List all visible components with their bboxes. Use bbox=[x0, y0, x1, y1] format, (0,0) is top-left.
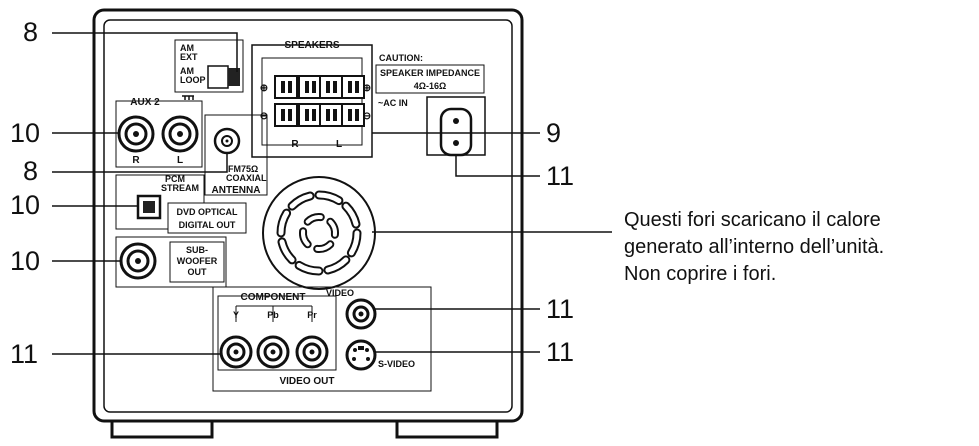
video-label: VIDEO bbox=[326, 288, 354, 298]
am-loop-label-2: LOOP bbox=[180, 75, 206, 85]
component-y-jack bbox=[219, 335, 253, 369]
am-terminal-block bbox=[207, 65, 229, 89]
fm-coaxial-jack bbox=[213, 127, 241, 155]
ventilation-hole-inner bbox=[316, 192, 342, 204]
ventilation-hole-center-inner bbox=[315, 242, 333, 251]
ventilation-hole-inner bbox=[348, 230, 360, 256]
dvd-optical-label: DVD OPTICAL bbox=[176, 207, 238, 217]
callout-8-am: 8 bbox=[23, 17, 38, 47]
callout-11-video: 11 bbox=[546, 294, 574, 324]
speaker-plus-left: ⊕ bbox=[260, 83, 268, 94]
ground-icon bbox=[182, 95, 194, 100]
ventilation-hole-inner bbox=[296, 262, 322, 274]
subwoofer-jack bbox=[119, 242, 157, 280]
s-video-label: S-VIDEO bbox=[378, 359, 415, 369]
callout-10-aux: 10 bbox=[10, 118, 40, 148]
aux2-frame bbox=[115, 100, 203, 168]
ventilation-note: Questi fori scaricano il calore generato… bbox=[624, 207, 976, 288]
component-frame bbox=[217, 295, 337, 371]
am-loop-label-1: AM bbox=[180, 66, 194, 76]
ventilation-hole-center-inner bbox=[301, 229, 310, 247]
callout-9-speakers: 9 bbox=[546, 118, 561, 148]
ventilation-hole-center-inner bbox=[305, 215, 323, 224]
ventilation-hole-inner bbox=[343, 203, 359, 227]
pcm-stream-label-1: PCM bbox=[165, 174, 185, 184]
digital-out-label: DIGITAL OUT bbox=[179, 220, 236, 230]
note-line-3: Non coprire i fori. bbox=[624, 263, 777, 285]
pcm-stream-label-2: STREAM bbox=[161, 183, 199, 193]
note-line-1: Questi fori scaricano il calore bbox=[624, 209, 881, 231]
out-label: OUT bbox=[188, 267, 208, 277]
speaker-terminal-holes bbox=[281, 81, 359, 121]
aux2-label: AUX 2 bbox=[130, 97, 160, 108]
am-terminal-plug bbox=[228, 68, 240, 86]
component-pb-jack bbox=[256, 335, 290, 369]
ac-in-label: ~AC IN bbox=[378, 98, 408, 108]
aux2-l-jack bbox=[161, 115, 199, 153]
callout-8-fm: 8 bbox=[23, 156, 38, 186]
ac-pin-bottom bbox=[453, 140, 459, 146]
caution-title: CAUTION: bbox=[379, 53, 423, 63]
speakers-frame bbox=[251, 44, 373, 158]
fm-coaxial-label-2: COAXIAL bbox=[226, 173, 267, 183]
callout-10-optical: 10 bbox=[10, 190, 40, 220]
speaker-l-label: L bbox=[336, 139, 342, 150]
aux2-r-label: R bbox=[132, 155, 140, 166]
caution-line2: 4Ω-16Ω bbox=[414, 81, 446, 91]
callout-11-component: 11 bbox=[10, 339, 38, 369]
speaker-minus-right: ⊖ bbox=[363, 111, 371, 122]
sub-label: SUB- bbox=[186, 245, 208, 255]
antenna-label: ANTENNA bbox=[212, 185, 261, 196]
antenna-frame bbox=[204, 114, 268, 196]
callout-11-s-video: 11 bbox=[546, 337, 574, 367]
ac-pin-top bbox=[453, 118, 459, 124]
aux2-r-jack bbox=[117, 115, 155, 153]
woofer-label: WOOFER bbox=[177, 256, 218, 266]
aux2-l-label: L bbox=[177, 155, 183, 166]
caution-line1: SPEAKER IMPEDANCE bbox=[380, 68, 480, 78]
speakers-label: SPEAKERS bbox=[284, 40, 339, 51]
leader-lines bbox=[52, 32, 612, 355]
ventilation-holes bbox=[276, 190, 362, 276]
component-pr-jack bbox=[295, 335, 329, 369]
fm-coaxial-label-1: FM75Ω bbox=[228, 164, 258, 174]
s-video-jack bbox=[345, 339, 377, 371]
ventilation-hole-inner bbox=[325, 257, 349, 273]
video-section-frame bbox=[212, 286, 432, 392]
callout-10-subwoofer: 10 bbox=[10, 246, 40, 276]
speaker-minus-left: ⊖ bbox=[260, 111, 268, 122]
speaker-r-label: R bbox=[291, 139, 299, 150]
composite-video-jack bbox=[345, 298, 377, 330]
optical-port-inner bbox=[143, 201, 155, 213]
callout-11-ac: 11 bbox=[546, 161, 574, 191]
am-ext-label-1: AM bbox=[180, 43, 194, 53]
video-out-label: VIDEO OUT bbox=[279, 376, 334, 387]
am-ext-label-2: EXT bbox=[180, 52, 198, 62]
caution-box bbox=[375, 64, 485, 94]
speakers-inner bbox=[261, 57, 363, 146]
note-line-2: generato all’interno dell’unità. bbox=[624, 236, 885, 258]
ventilation-hole-inner bbox=[279, 239, 295, 263]
dvd-optical-box bbox=[167, 202, 247, 234]
ac-inlet bbox=[439, 107, 473, 157]
am-frame bbox=[174, 39, 244, 93]
subwoofer-frame bbox=[115, 236, 227, 288]
component-label: COMPONENT bbox=[241, 292, 306, 303]
subwoofer-label-box bbox=[169, 241, 225, 283]
speaker-plus-right: ⊕ bbox=[363, 83, 371, 94]
ventilation-hole-inner bbox=[278, 210, 290, 236]
ventilation-hole-inner bbox=[289, 193, 313, 209]
component-bracket bbox=[235, 305, 313, 322]
optical-frame bbox=[115, 174, 205, 230]
ventilation-hole-center-inner bbox=[328, 219, 337, 237]
